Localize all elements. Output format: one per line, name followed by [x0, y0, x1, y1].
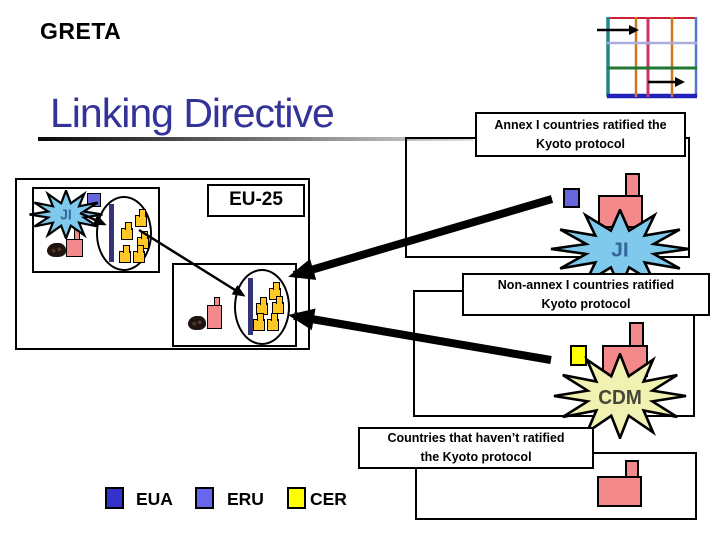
legend-swatch-eru — [195, 487, 214, 509]
page-title: Linking Directive — [50, 90, 335, 136]
registry-bar — [109, 204, 114, 262]
cdm-starburst-icon: CDM — [553, 353, 687, 439]
credit-factory-icon — [133, 245, 145, 263]
allowance-square — [563, 188, 580, 208]
factory-icon — [597, 460, 657, 508]
ji-label: JI — [611, 239, 629, 261]
credit-square — [570, 345, 587, 366]
eu25-label: EU-25 — [207, 184, 305, 217]
annex1-label: Annex I countries ratified the Kyoto pro… — [475, 112, 686, 157]
ji-starburst-icon: JI — [29, 190, 103, 239]
title-underline — [38, 137, 473, 141]
greta-grid-logo-icon — [597, 17, 698, 99]
registry-ellipse-2 — [234, 269, 290, 345]
ji-label: JI — [60, 207, 71, 224]
legend-label-eua: EUA — [136, 489, 173, 509]
legend-swatch-eua — [105, 487, 124, 509]
credit-factory-icon — [121, 222, 133, 240]
nonratified-label: Countries that haven’t ratified the Kyot… — [358, 427, 594, 469]
registry-bar — [248, 278, 253, 335]
legend-label-eru: ERU — [227, 489, 264, 509]
logo-arrow-icon — [597, 25, 685, 87]
nonannex-label: Non-annex I countries ratified Kyoto pro… — [462, 273, 710, 316]
factory-icon — [207, 297, 230, 330]
smoke-blob-icon — [188, 316, 206, 330]
credit-factory-icon — [267, 313, 279, 331]
brand-text: GRETA — [40, 18, 122, 44]
credit-factory-icon — [272, 296, 284, 314]
credit-factory-icon — [135, 209, 147, 227]
legend-swatch-cer — [287, 487, 306, 509]
credit-factory-icon — [119, 245, 131, 263]
cdm-label: CDM — [598, 387, 642, 410]
legend-label-cer: CER — [310, 489, 347, 509]
credit-factory-icon — [253, 313, 265, 331]
smoke-blob-icon — [47, 243, 66, 257]
factory-icon — [66, 227, 91, 258]
